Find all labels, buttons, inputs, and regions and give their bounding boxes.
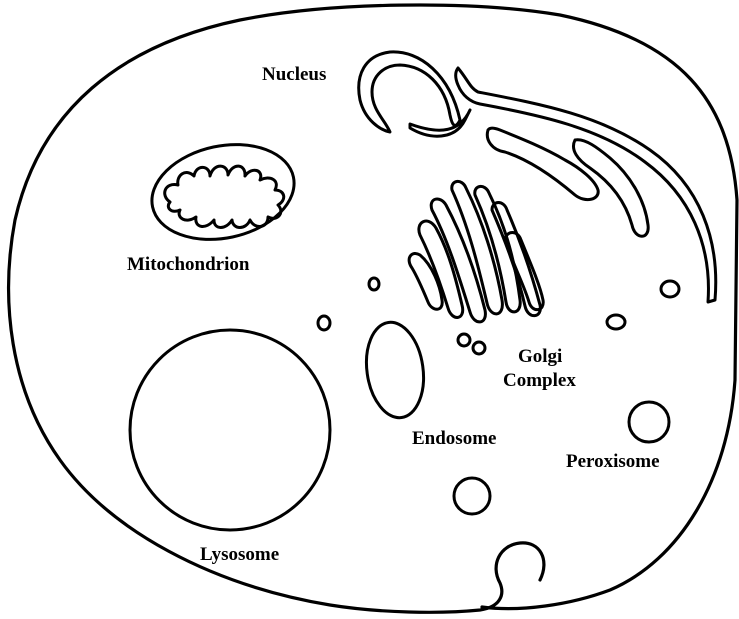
label-mitochondrion: Mitochondrion — [127, 254, 250, 275]
label-golgi-line2: Complex — [503, 370, 576, 391]
golgi-vesicle-2 — [473, 342, 485, 354]
nucleus-inner-cap — [410, 110, 470, 136]
nucleus — [359, 52, 460, 132]
vesicle-5 — [454, 478, 490, 514]
mitochondrion-cristae — [165, 166, 284, 227]
vesicle-2 — [318, 316, 330, 330]
golgi-cisterna-1 — [409, 253, 442, 309]
vesicle-3 — [607, 315, 625, 329]
golgi-vesicle-1 — [458, 334, 470, 346]
endoplasmic-reticulum-sheet-2 — [573, 140, 648, 237]
endosome — [361, 319, 430, 422]
lysosome — [130, 330, 330, 530]
label-lysosome: Lysosome — [200, 544, 279, 565]
vesicle-1 — [369, 278, 379, 290]
label-nucleus: Nucleus — [262, 64, 326, 85]
peroxisome — [629, 402, 669, 442]
label-golgi-line1: Golgi — [518, 346, 562, 367]
label-endosome: Endosome — [412, 428, 496, 449]
label-peroxisome: Peroxisome — [566, 451, 660, 472]
vesicle-4 — [661, 281, 679, 297]
